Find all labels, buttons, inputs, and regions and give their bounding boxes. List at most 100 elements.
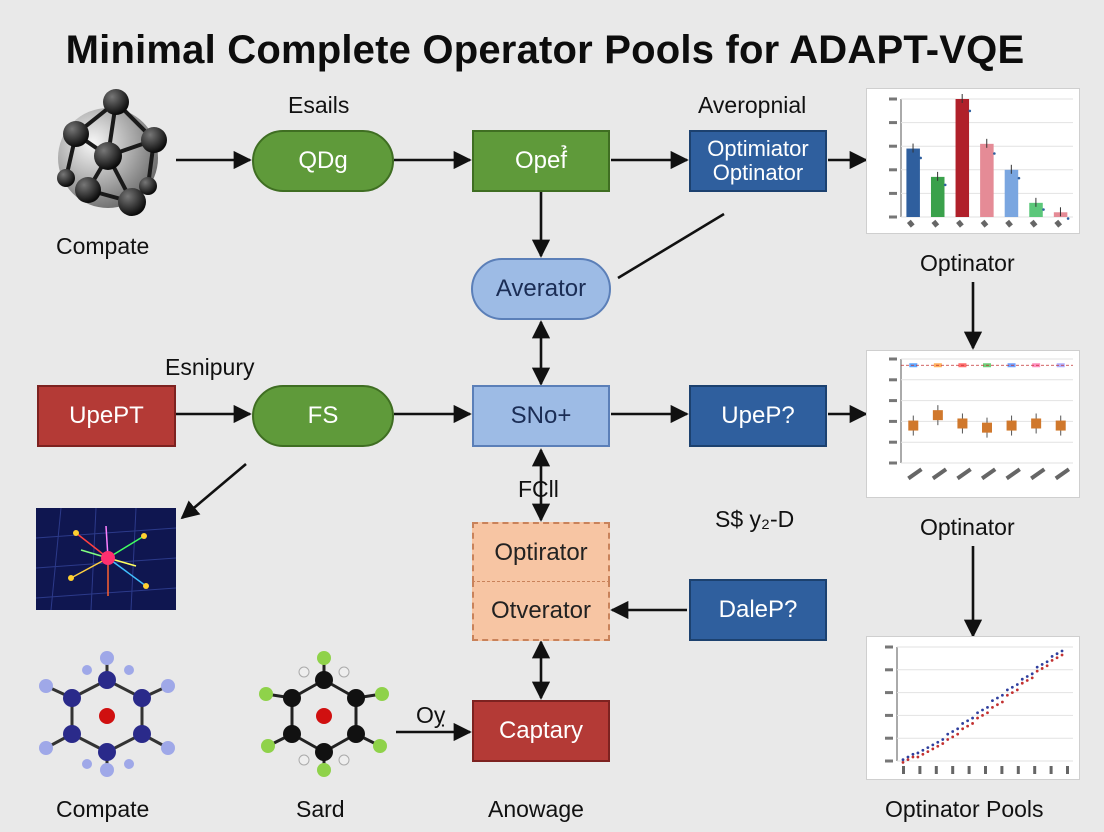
label-oy: Oỵ (416, 702, 446, 728)
y-tick-label (885, 759, 893, 763)
x-tick-label (1005, 219, 1013, 228)
node-captary[interactable]: Captary (472, 700, 610, 762)
scatter-point (1055, 652, 1059, 656)
bar (980, 143, 994, 217)
node-fs[interactable]: FS (252, 385, 394, 447)
bar (1004, 169, 1019, 217)
trend-point (1017, 176, 1021, 180)
y-tick-label (889, 399, 897, 403)
x-tick-label (931, 219, 940, 228)
arrow-fs-to-simulation (180, 463, 247, 520)
scatter-point (1045, 664, 1049, 668)
scatter-point (946, 738, 950, 741)
x-tick-label (1030, 467, 1046, 481)
scatter-point (906, 755, 910, 759)
y-tick-label (885, 668, 893, 672)
scatter-point (1060, 653, 1064, 657)
node-sno[interactable]: SNo+ (472, 385, 610, 447)
y-tick-label (889, 440, 897, 444)
scatter-point (996, 696, 999, 700)
box (1055, 420, 1066, 431)
x-tick-label (1005, 467, 1021, 481)
x-tick-label (951, 766, 955, 774)
box (957, 418, 968, 429)
scatter-point (1015, 688, 1019, 692)
x-tick-label (1000, 766, 1004, 774)
node-upept[interactable]: UpePT (37, 385, 176, 447)
scatter-point (1040, 663, 1044, 666)
molecule-icon-blue (39, 651, 175, 777)
x-tick-label (956, 219, 964, 228)
box-chart (889, 357, 1073, 481)
scatter-point (941, 738, 945, 741)
y-tick-label (889, 144, 897, 148)
scatter-point (1035, 665, 1039, 669)
scatter-point (986, 705, 989, 709)
box (982, 422, 992, 433)
scatter-point (921, 748, 925, 752)
scatter-point (1050, 659, 1054, 662)
bar (1029, 202, 1043, 217)
box (908, 420, 919, 431)
trend-point (993, 152, 996, 155)
node-dalep[interactable]: DaleP? (689, 579, 827, 641)
label-averopnial: Averopnial (698, 92, 807, 118)
scatter-point (1060, 649, 1064, 653)
node-optirator[interactable]: Optirator (472, 522, 610, 582)
label-optinator-pools: Optinator Pools (885, 796, 1044, 822)
x-tick-label (1049, 766, 1053, 774)
scatter-point (991, 705, 994, 709)
scatter-point (986, 711, 989, 715)
y-tick-label (889, 191, 897, 195)
scatter-point (946, 732, 950, 736)
scatter-chart (885, 645, 1073, 774)
scatter-point (981, 714, 984, 717)
box (1006, 420, 1017, 431)
trend-point (919, 156, 922, 160)
scatter-point (951, 735, 955, 739)
scatter-point (1020, 677, 1024, 681)
node-qdg[interactable]: QDg (252, 130, 394, 192)
scatter-point (996, 703, 999, 707)
molecule-icon-green (259, 651, 389, 777)
scatter-point (976, 716, 979, 720)
bar-chart-panel (866, 88, 1080, 234)
node-optimiator[interactable]: Optimiator Optinator (689, 130, 827, 192)
y-tick-label (889, 357, 897, 361)
scatter-point (901, 760, 905, 764)
scatter-point (981, 708, 984, 712)
scatter-point (971, 716, 974, 720)
node-averator[interactable]: Averator (471, 258, 611, 320)
x-tick-label (906, 219, 915, 228)
x-tick-label (1066, 766, 1069, 774)
bar (930, 176, 945, 217)
scatter-point (921, 752, 925, 756)
label-compate-top: Compate (56, 233, 150, 259)
node-otverator[interactable]: Otverator (472, 581, 610, 641)
label-esails: Esails (288, 92, 350, 118)
scatter-point (916, 755, 920, 759)
label-optinator-2: Optinator (920, 514, 1015, 540)
x-tick-label (1016, 766, 1020, 774)
y-tick-label (885, 691, 893, 695)
scatter-point (936, 740, 940, 744)
scatter-point (1050, 654, 1054, 658)
y-tick-label (885, 736, 893, 740)
node-opef[interactable]: Opef̉ (472, 130, 610, 192)
bar-chart (889, 94, 1073, 228)
label-fcii: FCll (518, 476, 559, 502)
x-tick-label (1054, 219, 1063, 228)
scatter-point (976, 711, 979, 715)
scatter-point (926, 750, 930, 754)
scatter-point (1025, 679, 1029, 682)
box (1031, 418, 1042, 429)
x-tick-label (907, 467, 923, 481)
scatter-point (961, 727, 965, 731)
y-tick-label (889, 215, 897, 219)
scatter-point (941, 742, 945, 745)
node-upep[interactable]: UpeP? (689, 385, 827, 447)
scatter-point (926, 746, 930, 749)
scatter-point (1055, 656, 1059, 660)
scatter-point (1020, 681, 1024, 685)
